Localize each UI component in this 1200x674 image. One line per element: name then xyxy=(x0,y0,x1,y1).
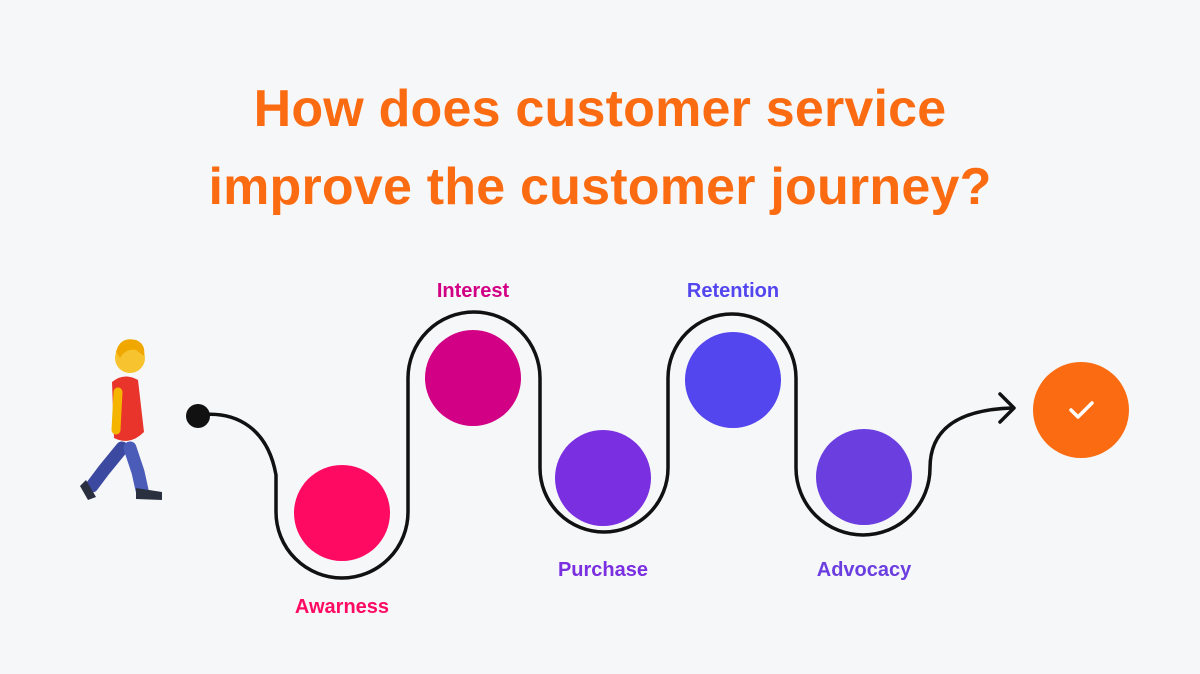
stage-circle-interest xyxy=(425,330,521,426)
checkmark-icon xyxy=(1069,401,1094,419)
stage-circle-purchase xyxy=(555,430,651,526)
person-walking-icon xyxy=(80,339,162,500)
title-line-2: improve the customer journey? xyxy=(208,158,992,216)
stage-circle-advocacy xyxy=(816,429,912,525)
start-dot xyxy=(186,404,210,428)
stage-circle-retention xyxy=(685,332,781,428)
stage-label-interest: Interest xyxy=(437,280,510,302)
title-line-1: How does customer service xyxy=(253,80,947,138)
end-circle xyxy=(1033,362,1129,458)
stage-circle-awarness xyxy=(294,465,390,561)
stage-label-advocacy: Advocacy xyxy=(817,559,912,581)
stage-label-retention: Retention xyxy=(687,280,779,302)
journey-path xyxy=(196,310,1014,580)
stage-label-awarness: Awarness xyxy=(295,596,389,618)
arrowhead-icon xyxy=(998,392,1016,424)
stage-label-purchase: Purchase xyxy=(558,559,648,581)
page-title: How does customer service improve the cu… xyxy=(0,70,1200,226)
